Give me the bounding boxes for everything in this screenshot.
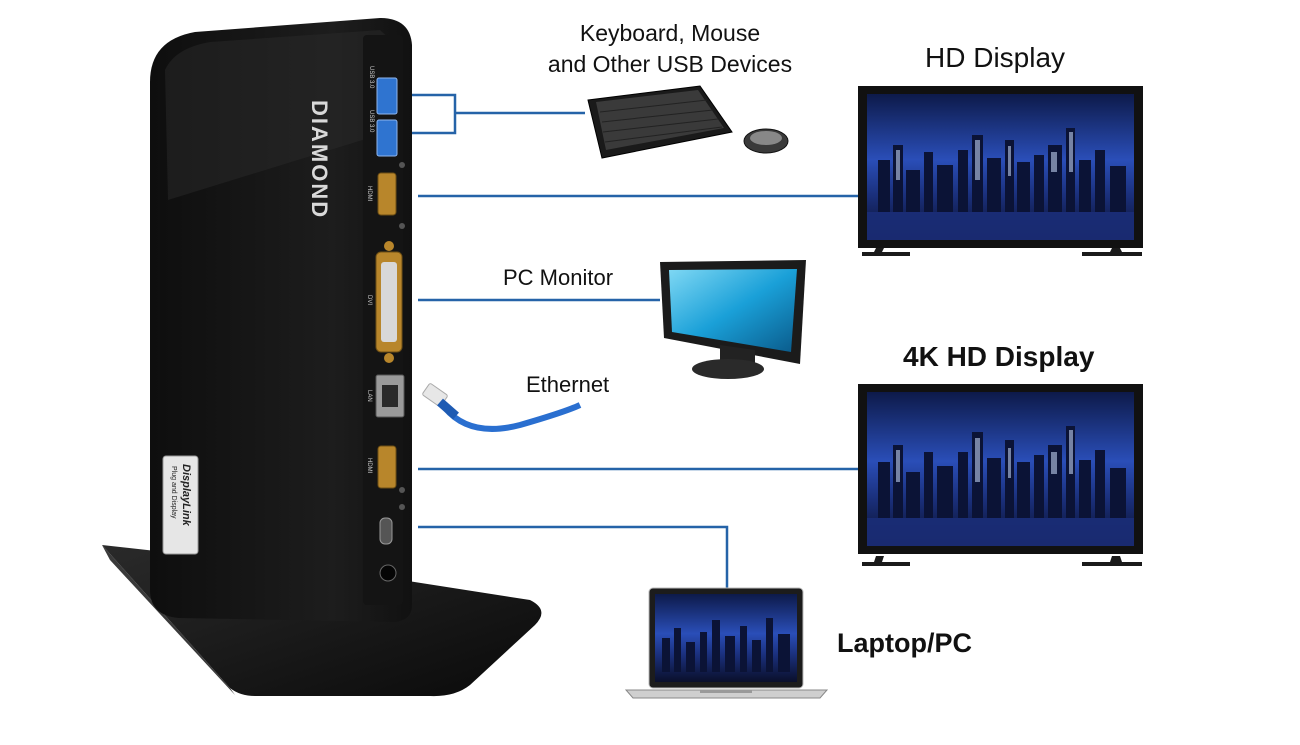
laptop-connector-line — [418, 525, 729, 588]
hd-display-illustration — [858, 86, 1143, 256]
hdmi-port-1[interactable] — [377, 172, 397, 216]
usb-c-port[interactable] — [379, 517, 393, 545]
usb-port-2-label: USB 3.0 — [368, 110, 374, 133]
hdmi-port-2-label: HDMI — [366, 458, 372, 474]
usb-devices-label-line2: and Other USB Devices — [547, 51, 793, 77]
display-4k-label: 4K HD Display — [903, 341, 1095, 372]
hdmi-port-1-label: HDMI — [366, 186, 372, 202]
usb-devices-label: Keyboard, Mouse and Other USB Devices — [520, 18, 820, 80]
laptop-pc-label: Laptop/PC — [837, 628, 972, 658]
displaylink-badge-subtitle: Plug and Display — [170, 466, 177, 519]
displaylink-badge — [162, 455, 199, 555]
ethernet-label: Ethernet — [526, 372, 610, 397]
usb-port-1[interactable] — [376, 77, 398, 115]
usb-port-1-label: USB 3.0 — [368, 66, 374, 89]
dock-brand-text: DIAMOND — [307, 100, 332, 219]
hd-display-label: HD Display — [925, 42, 1066, 73]
ethernet-cable-illustration — [422, 383, 582, 432]
pc-monitor-label: PC Monitor — [503, 265, 614, 290]
displaylink-badge-title: DisplayLink — [180, 464, 192, 527]
keyboard-mouse-illustration — [587, 85, 789, 159]
connector-lines — [410, 93, 858, 588]
power-jack[interactable] — [379, 564, 397, 582]
docking-station: DIAMOND USB 3.0 USB 3.0 HDMI DVI LAN HDM… — [102, 18, 542, 697]
laptop-illustration — [624, 587, 829, 699]
lan-port-label: LAN — [366, 390, 372, 402]
display-4k-illustration — [858, 384, 1143, 566]
usb-connector-line — [410, 93, 585, 135]
dvi-port-label: DVI — [366, 295, 372, 305]
hdmi-port-2[interactable] — [377, 445, 397, 489]
usb-devices-label-line1: Keyboard, Mouse — [579, 20, 761, 46]
pc-monitor-illustration — [660, 260, 806, 379]
usb-port-2[interactable] — [376, 119, 398, 157]
